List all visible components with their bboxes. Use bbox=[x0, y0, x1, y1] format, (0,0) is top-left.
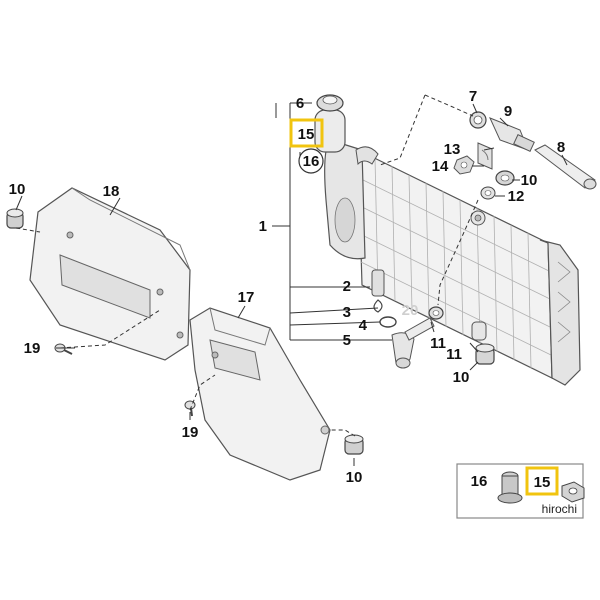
drain-parts bbox=[371, 269, 487, 369]
callout-12: 12 bbox=[508, 188, 525, 205]
callout-11-lower: 11 bbox=[446, 346, 462, 363]
inset-label-15: 15 bbox=[534, 474, 551, 491]
circle-16 bbox=[298, 148, 324, 174]
shroud-part-17 bbox=[189, 307, 331, 481]
callout-19-bottom: 19 bbox=[182, 424, 199, 441]
inset-label-16: 16 bbox=[471, 473, 488, 490]
shroud-part-18 bbox=[29, 187, 191, 361]
inset-highlight-15 bbox=[525, 466, 559, 496]
callout-20: 20 bbox=[402, 302, 419, 319]
callout-7: 7 bbox=[469, 88, 477, 105]
callout-2: 2 bbox=[343, 278, 351, 295]
callout-10-lower: 10 bbox=[453, 369, 470, 386]
callout-15: 15 bbox=[298, 126, 315, 143]
grommet-part-10-left bbox=[6, 208, 24, 229]
grommet-part-10-upper bbox=[495, 170, 515, 186]
callout-5: 5 bbox=[343, 332, 351, 349]
callout-11-upper: 11 bbox=[430, 335, 446, 352]
callout-1: 1 bbox=[259, 218, 267, 235]
callout-10-upper: 10 bbox=[521, 172, 538, 189]
radiator bbox=[314, 94, 581, 386]
callout-4: 4 bbox=[359, 317, 368, 334]
callout-13: 13 bbox=[444, 141, 461, 158]
dashed-leaders bbox=[15, 94, 479, 437]
clip-part-7 bbox=[469, 111, 487, 129]
callout-9: 9 bbox=[504, 103, 512, 120]
screw-part-19-left bbox=[54, 343, 73, 355]
callout-10-left: 10 bbox=[9, 181, 26, 198]
sleeve-part-12 bbox=[480, 186, 496, 200]
highlight-box-15 bbox=[289, 118, 324, 148]
rod-part-8 bbox=[534, 144, 597, 190]
callout-10-bottom: 10 bbox=[346, 469, 363, 486]
callout-17: 17 bbox=[238, 289, 255, 306]
grommet-part-10-bottom bbox=[344, 434, 364, 455]
callout-8: 8 bbox=[557, 139, 565, 156]
grommet-part-10-lower bbox=[475, 343, 495, 365]
callout-3: 3 bbox=[343, 304, 351, 321]
watermark: hirochi bbox=[542, 502, 577, 516]
callout-16: 16 bbox=[303, 153, 320, 170]
callout-6: 6 bbox=[296, 95, 304, 112]
callout-14: 14 bbox=[432, 158, 449, 175]
callout-18: 18 bbox=[103, 183, 120, 200]
nut-part-14 bbox=[453, 155, 475, 175]
clamp-part-13 bbox=[477, 142, 493, 170]
callout-19-left: 19 bbox=[24, 340, 41, 357]
inset-panel: 16 15 bbox=[456, 463, 585, 519]
temperature-sensor bbox=[489, 117, 535, 152]
